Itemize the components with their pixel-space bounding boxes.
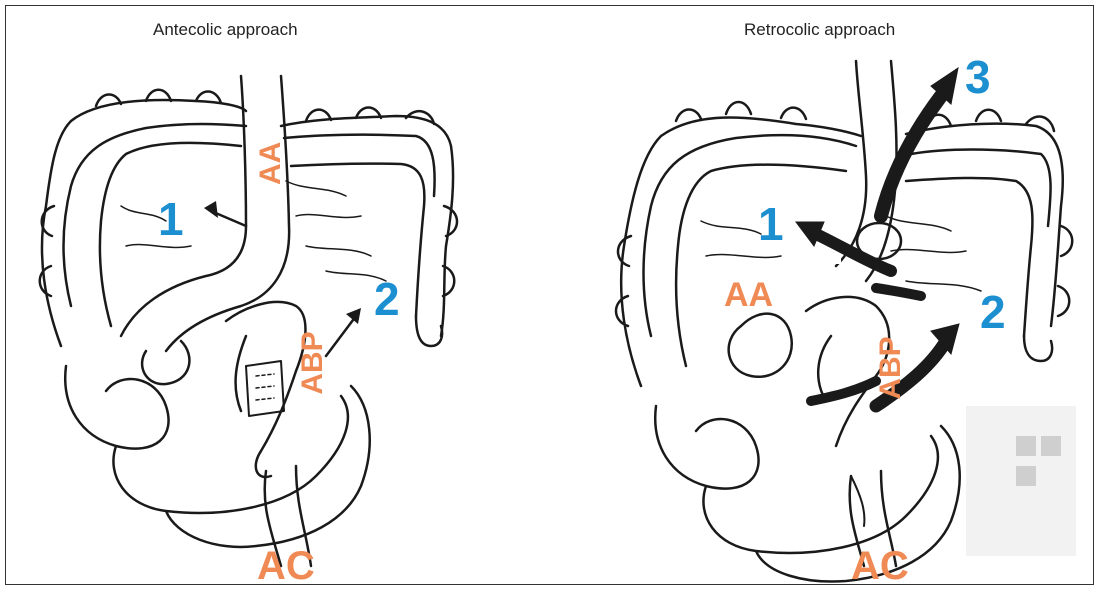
label-aa: AA	[256, 145, 290, 185]
route-number-1: 1	[158, 196, 184, 242]
panel-antecolic: Antecolic approach	[6, 6, 546, 586]
label-abp: ABP	[876, 335, 910, 401]
retrocolic-illustration	[546, 6, 1095, 586]
label-abp: ABP	[298, 330, 332, 396]
label-ac: AC	[851, 546, 909, 586]
route-number-3: 3	[965, 54, 991, 100]
figure-frame: Antecolic approach	[5, 5, 1094, 585]
arrow-route-3	[881, 96, 941, 216]
label-ac: AC	[257, 546, 315, 586]
roux-limb	[226, 302, 305, 477]
label-aa: AA	[724, 278, 773, 312]
panel-retrocolic: Retrocolic approach	[546, 6, 1095, 586]
route-number-1: 1	[758, 201, 784, 247]
small-bowel-loops	[655, 406, 959, 582]
antecolic-illustration	[6, 6, 546, 586]
route-number-2: 2	[374, 276, 400, 322]
route-number-2: 2	[980, 289, 1006, 335]
